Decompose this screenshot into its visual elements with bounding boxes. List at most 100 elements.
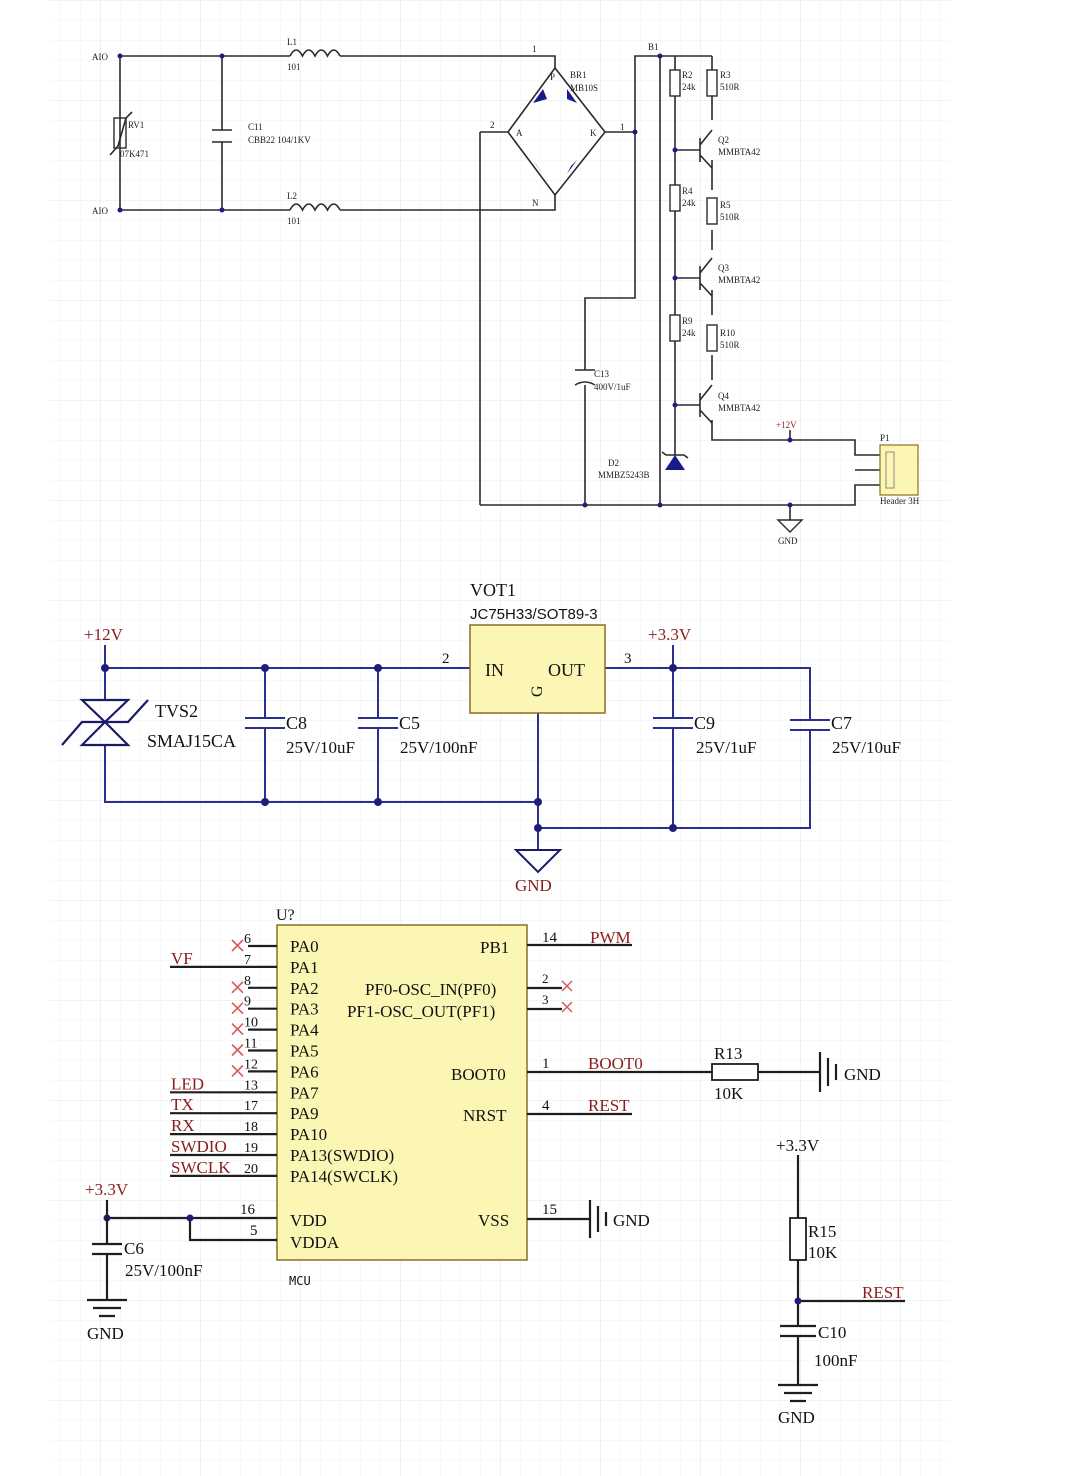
capacitor-c13: C13 400V/1uF (574, 369, 631, 392)
no-connect-mark (231, 1023, 244, 1036)
mcu-pin-number: 9 (244, 995, 251, 1010)
vot1-part: JC75H33/SOT89-3 (470, 606, 598, 623)
mcu-pin-number: 18 (244, 1120, 258, 1135)
r10-value: 510R (720, 340, 740, 350)
vdda-num: 5 (250, 1223, 258, 1239)
resistor-r5: R5 510R (706, 197, 740, 225)
net-label-led: LED (171, 1074, 204, 1093)
br1-value: MB10S (570, 83, 598, 93)
vss-label: VSS (478, 1211, 509, 1230)
capacitor-c5: C5 25V/100nF (358, 713, 477, 757)
c10-ref: C10 (818, 1323, 846, 1342)
p1-value: Header 3H (880, 496, 920, 506)
d2-value: MMBZ5243B (598, 470, 650, 480)
mcu-pin-label: PA4 (290, 1021, 319, 1040)
br1-output-pin: 1 (620, 122, 625, 132)
net-label-tx: TX (171, 1095, 194, 1114)
varistor-rv1: RV1 07K471 (109, 111, 149, 159)
l2-ref: L2 (287, 191, 297, 201)
mcu-pin-label: PA6 (290, 1062, 319, 1081)
br1-pin-p: P (550, 72, 555, 82)
mcu-pin-label: PA14(SWCLK) (290, 1167, 398, 1186)
mcu-pin-number: 7 (244, 953, 251, 968)
br1-pin-k: K (590, 128, 597, 138)
rv1-ref: RV1 (128, 120, 144, 130)
r2-ref: R2 (682, 70, 693, 80)
mcu-pin-number: 17 (244, 1099, 258, 1114)
net-33v-vdd: +3.3V (85, 1180, 129, 1199)
resistor-r10: R10 510R (706, 324, 740, 352)
net-12v-top: +12V (776, 420, 797, 430)
vdda-label: VDDA (290, 1233, 340, 1252)
q3-ref: Q3 (718, 263, 729, 273)
capacitor-c9: C9 25V/1uF (653, 713, 756, 757)
vot1-ref: VOT1 (470, 580, 516, 600)
mcu-pin-number: 6 (244, 932, 251, 947)
c7-ref: C7 (831, 713, 852, 733)
r3-value: 510R (720, 82, 740, 92)
c8-ref: C8 (286, 713, 307, 733)
pf0-num: 2 (542, 971, 549, 986)
c6-value: 25V/100nF (125, 1261, 202, 1280)
r4-value: 24k (682, 198, 696, 208)
mcu-comment: MCU (289, 1274, 311, 1288)
mcu-pin-pb1: PB1 14 PWM (480, 928, 632, 957)
mcu-pin-number: 13 (244, 1078, 258, 1093)
pb1-num: 14 (542, 930, 558, 946)
mcu-left-pins: PA06PA17VFPA28PA39PA410PA511PA612PA713LE… (170, 932, 398, 1186)
c13-ref: C13 (594, 369, 610, 379)
net-boot0: BOOT0 (588, 1054, 643, 1073)
mcu-pin-label: PA2 (290, 979, 319, 998)
mcu-pin-label: PA3 (290, 1000, 319, 1019)
mcu-pin-number: 19 (244, 1141, 258, 1156)
mcu-pin-label: PA9 (290, 1104, 319, 1123)
pf0-label: PF0-OSC_IN(PF0) (365, 980, 496, 999)
gnd-top-label: GND (778, 536, 798, 546)
no-connect-mark (231, 939, 244, 952)
ac-supply-section: AIO AIO RV1 07K471 C11 CBB22 104/1KV L1 … (92, 37, 920, 546)
rv1-value: 07K471 (120, 149, 149, 159)
c5-ref: C5 (399, 713, 420, 733)
mcu-pin-number: 20 (244, 1162, 258, 1177)
l1-value: 101 (287, 62, 301, 72)
net-label-rx: RX (171, 1116, 195, 1135)
boot0-label: BOOT0 (451, 1065, 506, 1084)
capacitor-c7: C7 25V/10uF (790, 713, 901, 757)
ac-in-label-1: AIO (92, 52, 108, 62)
gnd-mid-label: GND (515, 876, 552, 895)
mcu-ref: U? (276, 907, 295, 924)
pf1-label: PF1-OSC_OUT(PF1) (347, 1002, 495, 1021)
resistor-r15: R15 10K (789, 1217, 838, 1262)
vot1-pin-out: 3 (624, 651, 632, 667)
net-12v-mid: +12V (84, 625, 124, 644)
net-b1: B1 (648, 42, 659, 52)
gnd-symbol-mid: GND (513, 849, 563, 895)
r15-value: 10K (808, 1243, 838, 1262)
gnd-symbol-c6: GND (87, 1298, 127, 1343)
net-label-swdio: SWDIO (171, 1137, 227, 1156)
mcu-pin-pf0: PF0-OSC_IN(PF0) 2 (365, 971, 573, 999)
regulator-section: +12V +3.3V VOT1 JC75H33/SOT89-3 IN OUT G… (61, 580, 901, 895)
r5-value: 510R (720, 212, 740, 222)
q4-ref: Q4 (718, 391, 729, 401)
capacitor-c11: C11 CBB22 104/1KV (212, 122, 311, 145)
br1-pin1: 1 (532, 44, 537, 54)
capacitor-c6: C6 25V/100nF (92, 1239, 202, 1280)
gnd-vss-label: GND (613, 1211, 650, 1230)
r5-ref: R5 (720, 200, 731, 210)
ac-in-label-2: AIO (92, 206, 108, 216)
bridge-rectifier-br1: BR1 MB10S 1 2 A K P N 1 (490, 44, 625, 208)
r10-ref: R10 (720, 328, 736, 338)
